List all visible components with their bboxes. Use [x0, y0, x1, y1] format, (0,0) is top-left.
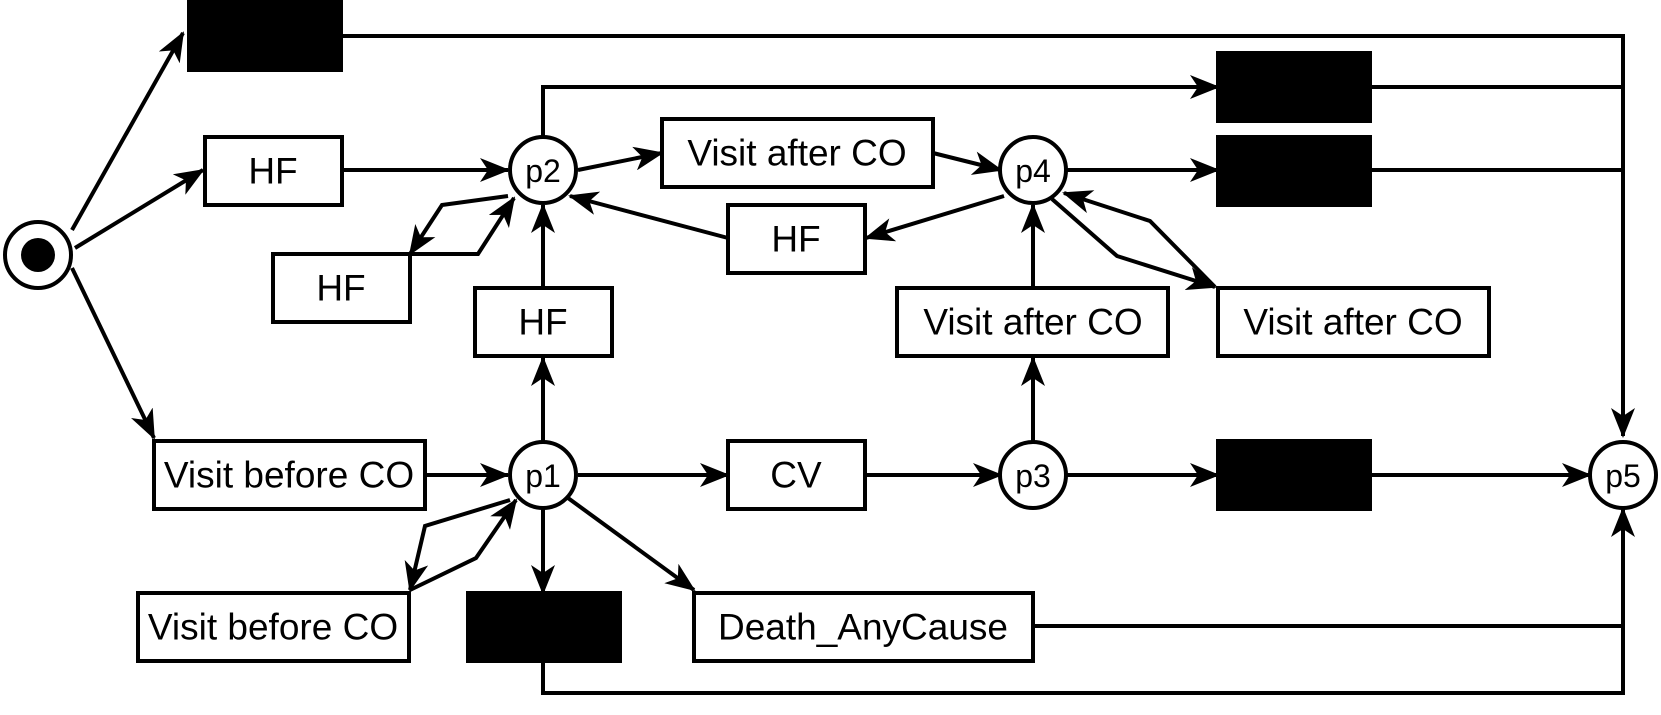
transition-visit-after-co-loop-p4	[1216, 286, 1491, 358]
transition-cv	[726, 439, 867, 511]
arc-visit-after-co-to-p4	[932, 151, 1003, 175]
arc-p2-to-silent	[541, 75, 1220, 137]
arc-hf-loop-to-p2	[410, 196, 516, 256]
hf-loop-p2-label: HF	[316, 268, 365, 309]
place-p2	[508, 135, 578, 205]
visit-after-co-p2-p4-label: Visit after CO	[687, 133, 906, 174]
cv-label: CV	[770, 455, 822, 496]
place-p1	[508, 440, 578, 510]
place-p4	[998, 135, 1068, 205]
place-p3-label: p3	[1015, 458, 1051, 494]
hf-p4-p2-label: HF	[771, 219, 820, 260]
place-p5	[1588, 440, 1658, 510]
transition-visit-before-co	[152, 439, 427, 511]
arc-visit-loop-to-p4	[1062, 190, 1217, 289]
arc-p1-to-death	[566, 496, 696, 592]
arc-p1-to-visit-loop	[404, 498, 511, 592]
transition-visit-after-co-p3-p4	[895, 286, 1170, 358]
transition-hf-p1-p2	[473, 286, 614, 358]
arc-silent-bottom-to-p5	[541, 507, 1635, 695]
arc-silent-top-to-p5	[342, 34, 1635, 438]
arc-p2-to-visit-after-co	[577, 146, 664, 172]
place-p1-label: p1	[525, 458, 561, 494]
arc-visit-loop-to-p1	[409, 498, 518, 592]
silent-transition-top	[187, 0, 343, 72]
silent-transition-p3-p5	[1216, 439, 1372, 511]
start-token	[21, 238, 55, 272]
place-p4-label: p4	[1015, 153, 1051, 189]
place-p5-label: p5	[1605, 458, 1641, 494]
silent-transition-p1-p5	[466, 591, 622, 663]
transition-hf-p4-p2	[726, 203, 867, 275]
arc-start-to-silent-top	[70, 31, 185, 231]
place-p2-label: p2	[525, 153, 561, 189]
visit-before-co-label: Visit before CO	[164, 455, 414, 496]
arc-p4-to-hf	[864, 194, 1005, 242]
arc-start-to-visit-before-co	[70, 267, 156, 440]
hf-top-label: HF	[248, 151, 297, 192]
visit-after-co-loop-p4-label: Visit after CO	[1243, 302, 1462, 343]
silent-transition-p4-p5	[1216, 135, 1372, 207]
visit-before-co-loop-label: Visit before CO	[148, 607, 398, 648]
death-anycause-label: Death_AnyCause	[718, 607, 1008, 648]
arc-start-to-hf-top	[73, 168, 205, 250]
transition-hf-top	[203, 135, 344, 207]
arc-hf-to-p2-back	[568, 191, 729, 240]
visit-after-co-p3-p4-label: Visit after CO	[923, 302, 1142, 343]
transition-hf-loop-p2	[271, 252, 412, 324]
transition-visit-before-co-loop	[136, 591, 411, 663]
place-p3	[998, 440, 1068, 510]
arc-p4-to-visit-loop	[1050, 197, 1217, 290]
hf-p1-p2-label: HF	[518, 302, 567, 343]
transition-death-anycause	[692, 591, 1035, 663]
silent-transition-p2-p5	[1216, 51, 1372, 123]
arc-p2-to-hf-loop	[408, 194, 509, 256]
transition-visit-after-co-p2-p4	[660, 117, 935, 189]
